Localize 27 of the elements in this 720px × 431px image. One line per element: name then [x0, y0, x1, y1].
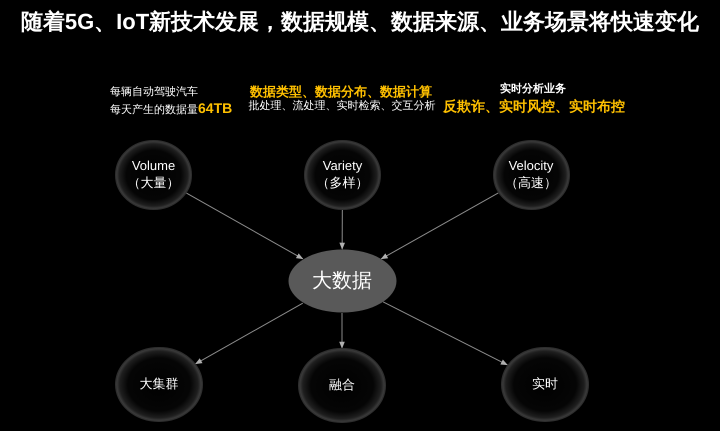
node-label: 大集群 — [140, 376, 178, 393]
annotation-text: 实时分析业务 — [500, 83, 566, 96]
node-label: 融合 — [329, 377, 355, 394]
annotation-text: 数据类型、数据分布、数据计算 — [250, 84, 432, 100]
node-label: 实时 — [532, 376, 558, 392]
arrow — [339, 312, 345, 349]
circle-node — [115, 347, 203, 422]
annotation-text: 每天产生的数据量64TB — [110, 100, 232, 118]
arrow — [380, 192, 499, 260]
node-label: Variety （多样） — [316, 158, 370, 192]
arrow — [186, 192, 304, 260]
annotation-text: 反欺诈、实时风控、实时布控 — [443, 98, 625, 115]
arrow — [382, 301, 508, 366]
circle-node — [501, 346, 589, 422]
arrow — [195, 302, 304, 364]
ellipse-node — [288, 249, 396, 313]
slide-title: 随着5G、IoT新技术发展，数据规模、数据来源、业务场景将快速变化 — [20, 9, 700, 36]
node-label: 大数据 — [312, 269, 372, 294]
node-label: Velocity （高速） — [504, 158, 558, 192]
node-label: Volume （大量） — [126, 158, 180, 192]
circle-node — [492, 140, 570, 210]
arrow — [339, 209, 345, 250]
annotation-text: 批处理、流处理、实时检索、交互分析 — [248, 100, 436, 114]
circle-node — [298, 348, 386, 423]
annotation-text: 每辆自动驾驶汽车 — [110, 86, 198, 100]
circle-node — [304, 140, 381, 210]
circle-node — [115, 140, 192, 210]
